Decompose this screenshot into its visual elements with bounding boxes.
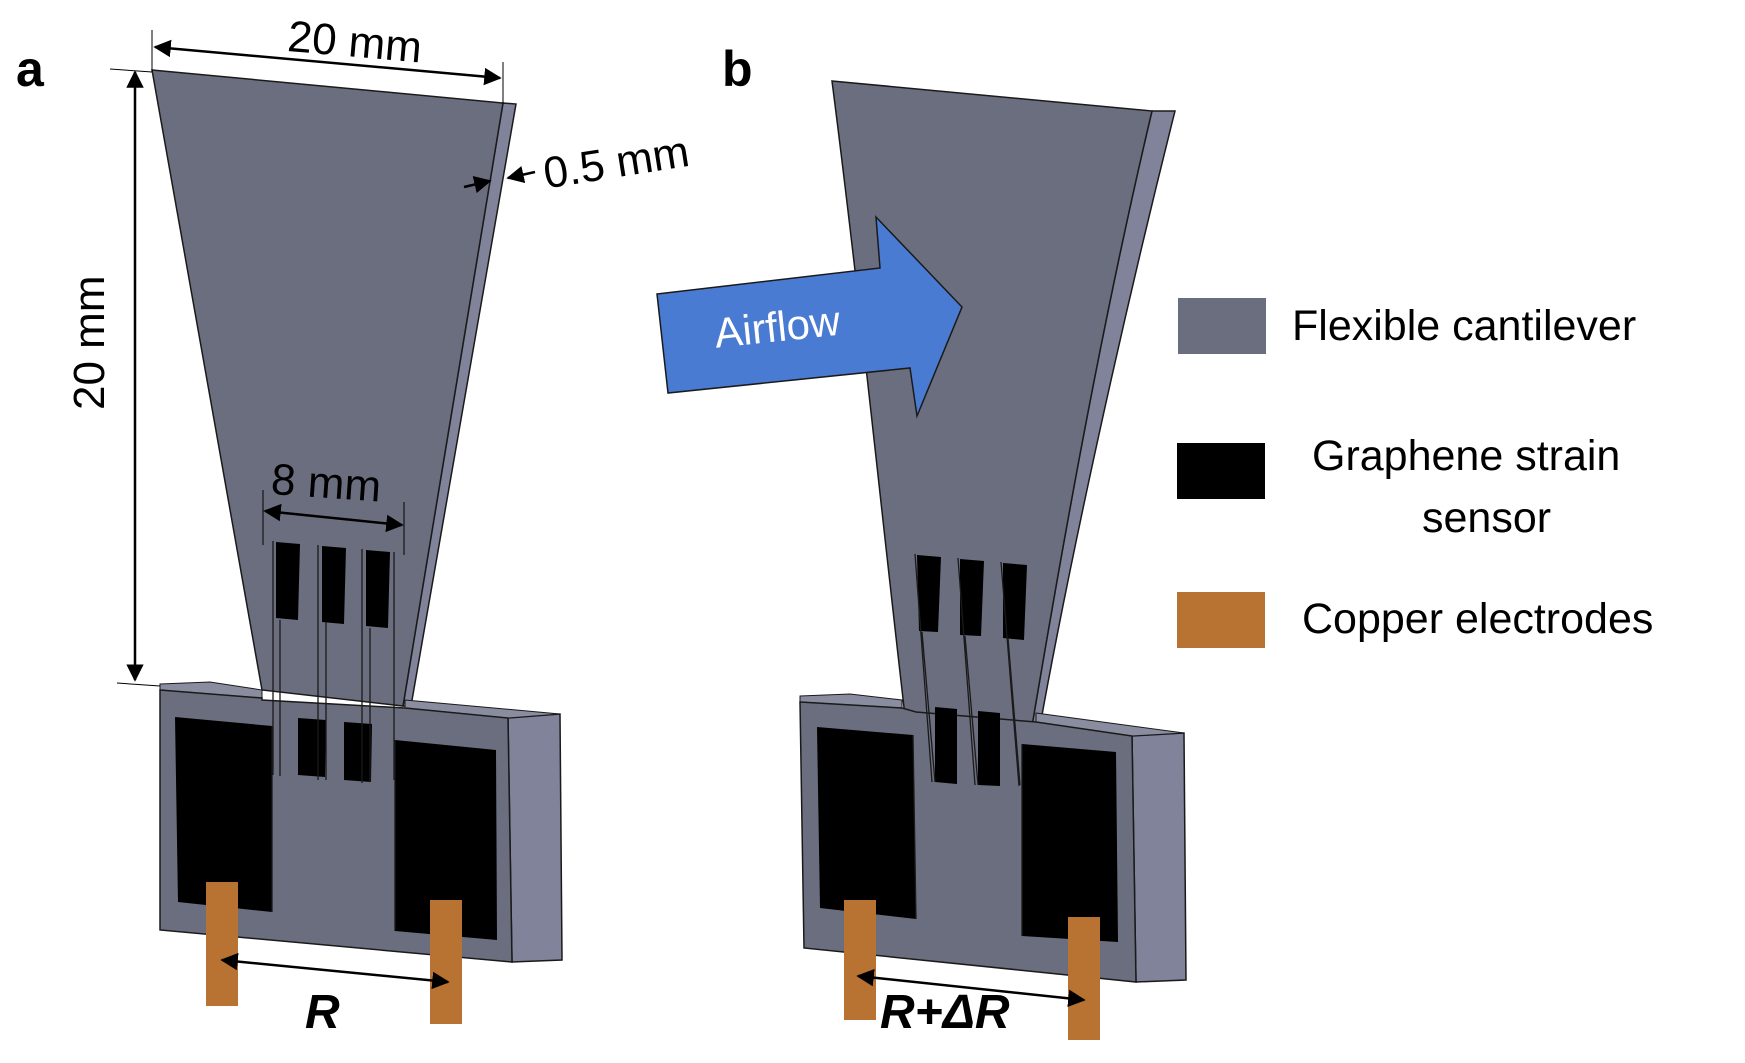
sensor-finger-a-4 bbox=[298, 718, 326, 777]
base-a-top-face bbox=[159, 681, 263, 699]
legend-swatch-graphene bbox=[1177, 443, 1265, 499]
sensor-finger-b-1 bbox=[917, 555, 941, 632]
dimension-lines-a bbox=[109, 30, 536, 687]
sensor-finger-a-2 bbox=[322, 546, 346, 624]
sensor-finger-b-4 bbox=[935, 707, 957, 784]
sensor-finger-a-5 bbox=[344, 722, 372, 782]
sensor-pad-b-right bbox=[1022, 744, 1118, 942]
sensor-finger-a-1 bbox=[276, 542, 300, 620]
base-b-top-face bbox=[799, 693, 903, 709]
sensor-width-dimension-arrow bbox=[263, 503, 404, 533]
copper-electrode-a-left bbox=[206, 882, 238, 1006]
sensor-finger-b-5 bbox=[978, 711, 1000, 786]
legend-label-copper: Copper electrodes bbox=[1302, 595, 1654, 643]
legend-swatch-cantilever bbox=[1178, 298, 1266, 354]
panel-label-a: a bbox=[16, 41, 44, 97]
panel-b-device bbox=[656, 80, 1187, 1040]
copper-electrode-b-right bbox=[1068, 917, 1100, 1040]
copper-electrode-b-left bbox=[844, 900, 876, 1020]
sensor-finger-b-3 bbox=[1003, 563, 1027, 640]
resistance-arrow-b bbox=[856, 968, 1086, 1008]
resistance-label-b: R+ΔR bbox=[880, 986, 1010, 1039]
sensor-pad-a-left bbox=[175, 717, 272, 912]
thickness-arrow-left bbox=[463, 176, 492, 194]
legend-label-graphene-line2: sensor bbox=[1422, 494, 1552, 542]
airflow-arrow bbox=[656, 214, 963, 419]
dimension-height-label: 20 mm bbox=[65, 275, 114, 410]
sensor-pad-b-left bbox=[817, 727, 916, 919]
width-dimension-arrow bbox=[153, 39, 502, 86]
sensor-finger-a-3 bbox=[366, 550, 390, 628]
sensor-finger-b-2 bbox=[960, 559, 984, 636]
base-b-side-face bbox=[1131, 732, 1187, 983]
dimension-sensor-width-label: 8 mm bbox=[269, 455, 383, 512]
copper-electrode-a-right bbox=[430, 900, 462, 1024]
resistance-arrow-a bbox=[220, 952, 450, 990]
thickness-arrow-right bbox=[506, 166, 536, 184]
legend-label-cantilever: Flexible cantilever bbox=[1292, 302, 1637, 350]
legend-label-graphene-line1: Graphene strain bbox=[1312, 432, 1621, 480]
cantilever-a-face bbox=[151, 69, 504, 707]
base-a-side-face bbox=[507, 713, 563, 963]
legend-swatch-copper bbox=[1177, 592, 1265, 648]
panel-label-b: b bbox=[722, 41, 753, 97]
sensor-pad-a-right bbox=[395, 740, 497, 940]
resistance-label-a: R bbox=[305, 986, 340, 1039]
panel-a-device bbox=[151, 69, 563, 1024]
